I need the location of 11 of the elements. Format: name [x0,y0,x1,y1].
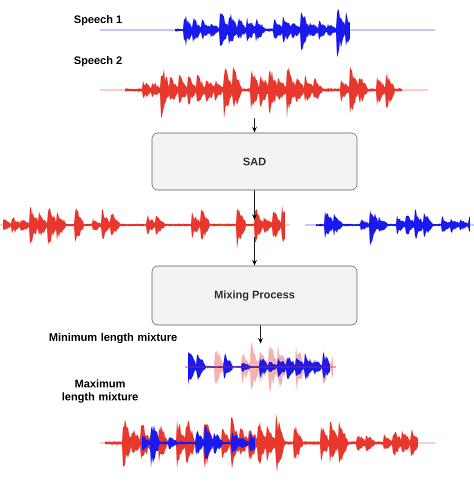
waveform-drawing [304,209,474,246]
waveform-label: Speech 2 [74,56,122,66]
waveform-drawing [184,341,336,392]
waveform-label: Speech 1 [74,15,122,26]
waveform-drawing [0,205,290,250]
waveform-label: Minimum length mixture [50,332,177,344]
waveform-drawing [100,413,436,473]
process-box: SAD [152,132,358,190]
process-box: Mixing Process [152,266,358,326]
waveform-label: Maximum length mixture [62,379,138,403]
waveform-drawing [100,66,428,118]
